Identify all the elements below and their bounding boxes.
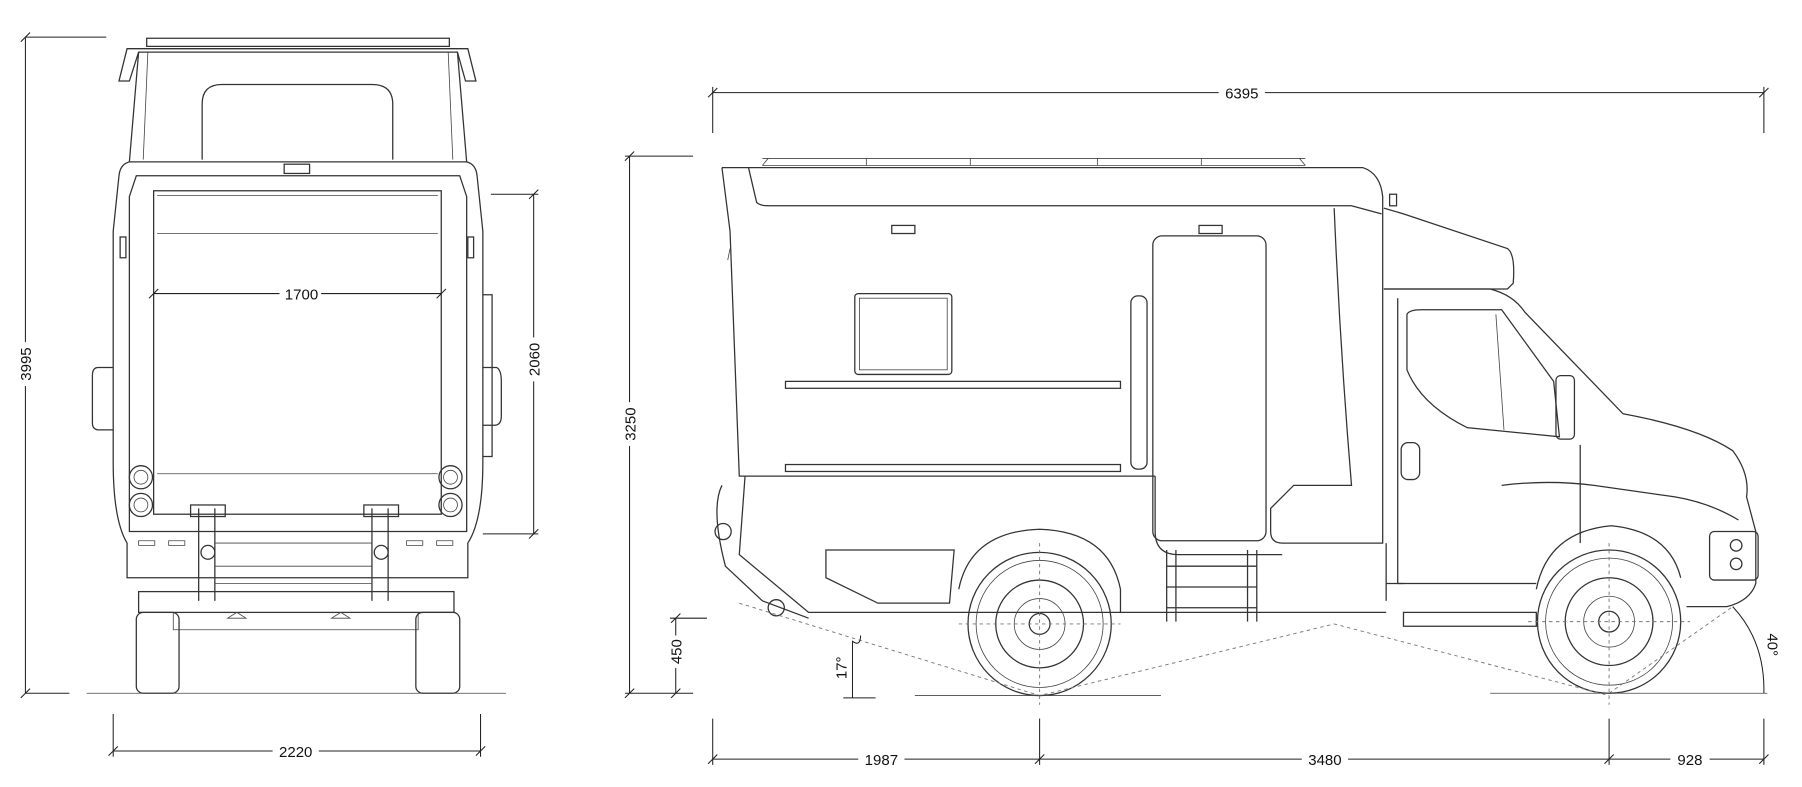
- dim-label-front-overhang: 928: [1677, 752, 1702, 769]
- entry-ladder: [1166, 550, 1258, 622]
- side-window: [854, 292, 953, 376]
- rear-body: [91, 161, 502, 601]
- clearance-lines: [739, 543, 1768, 705]
- dim-label-total-height: 3995: [18, 347, 35, 380]
- rear-bumper: [137, 590, 455, 631]
- dim-bottom-chain: 1987 3480 928: [707, 718, 1769, 769]
- rear-wheels: [135, 611, 461, 694]
- dim-ground-clearance: 450: [666, 613, 707, 699]
- dim-side-height: 3250: [620, 151, 694, 699]
- roof-rack: [762, 158, 1306, 166]
- dim-label-body-height: 2060: [526, 343, 543, 376]
- entry-door[interactable]: [1152, 235, 1267, 542]
- dim-total-length: 6395: [707, 83, 1769, 134]
- rear-door-panel: [152, 190, 442, 515]
- rear-popup-roof: [118, 37, 477, 162]
- departure-angle-label: 17°: [834, 656, 851, 679]
- approach-angle-label: 40°: [1763, 633, 1780, 656]
- rear-view: 3995 1700 2060 2220: [16, 32, 543, 761]
- dim-label-inner-width: 1700: [285, 286, 318, 303]
- dim-label-total-width: 2220: [279, 744, 312, 761]
- dim-inner-width: 1700: [148, 284, 447, 303]
- side-view: 6395 3250 450 17° 40° 1987 3480 928: [620, 83, 1780, 769]
- dim-total-height: 3995: [16, 32, 107, 699]
- camper-body: [714, 167, 1387, 622]
- dim-label-ground-clearance: 450: [669, 639, 686, 664]
- dim-label-total-length: 6395: [1225, 85, 1258, 102]
- cab: [1383, 193, 1759, 627]
- dim-label-side-height: 3250: [622, 407, 639, 440]
- dim-total-width: 2220: [108, 714, 486, 761]
- dim-body-height: 2060: [482, 189, 543, 539]
- dim-label-wheelbase: 3480: [1308, 752, 1341, 769]
- dim-label-rear-overhang: 1987: [865, 752, 898, 769]
